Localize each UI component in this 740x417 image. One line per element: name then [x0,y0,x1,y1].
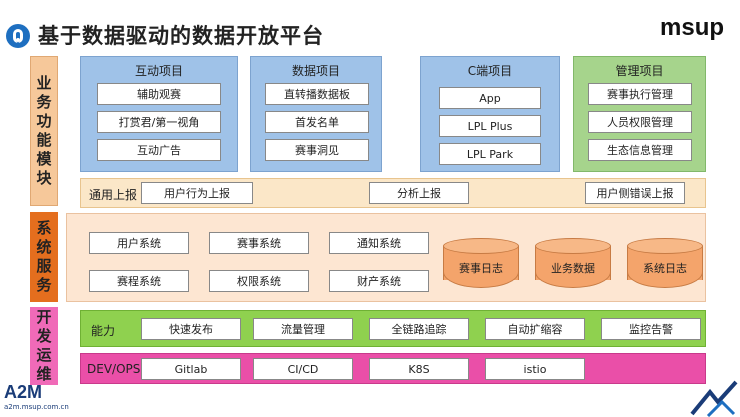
group-item: 辅助观赛 [97,83,221,105]
footer-logo: A2M [4,382,43,402]
group-item: 赛事洞见 [265,139,369,161]
decoration-icon [690,380,738,417]
devops-row-label: DEV/OPS [87,362,141,376]
system-item: 通知系统 [329,232,429,254]
report-item: 用户侧错误上报 [585,182,685,204]
capability-row-label: 能力 [91,324,116,338]
group-title: 数据项目 [291,64,340,78]
side-label-business: 业务功能模块 [30,56,58,206]
group-item: LPL Park [439,143,541,165]
group-item: 互动广告 [97,139,221,161]
footer-url: a2m.msup.com.cn [4,403,69,411]
report-item: 用户行为上报 [141,182,253,204]
group-management: 管理项目 赛事执行管理 人员权限管理 生态信息管理 [573,56,706,172]
capability-item: 监控告警 [601,318,701,340]
system-item: 权限系统 [209,270,309,292]
group-consumer: C端项目 App LPL Plus LPL Park [420,56,560,172]
capability-item: 全链路追踪 [369,318,469,340]
system-item: 赛事系统 [209,232,309,254]
group-item: 赛事执行管理 [588,83,692,105]
side-label-system: 系统服务 [30,212,58,302]
capability-item: 流量管理 [253,318,353,340]
report-item: 分析上报 [369,182,469,204]
system-row: 用户系统 赛事系统 通知系统 赛程系统 权限系统 财产系统 赛事日志 业务数据 … [66,213,706,302]
database-label: 业务数据 [551,262,595,275]
side-label-devops: 开发运维 [30,307,58,385]
group-item: 直转播数据板 [265,83,369,105]
capability-row: 能力 快速发布 流量管理 全链路追踪 自动扩缩容 监控告警 [80,310,706,347]
group-item: 首发名单 [265,111,369,133]
database-label: 赛事日志 [459,262,503,275]
header-logo-icon [6,24,30,48]
group-title: 管理项目 [615,64,664,78]
database-icon: 系统日志 [627,238,703,288]
group-data: 数据项目 直转播数据板 首发名单 赛事洞见 [250,56,382,172]
group-item: LPL Plus [439,115,541,137]
devops-row: DEV/OPS Gitlab CI/CD K8S istio [80,353,706,384]
system-item: 财产系统 [329,270,429,292]
report-row-label: 通用上报 [89,188,138,202]
group-item: 人员权限管理 [588,111,692,133]
system-item: 用户系统 [89,232,189,254]
system-item: 赛程系统 [89,270,189,292]
page-title: 基于数据驱动的数据开放平台 [38,24,324,48]
database-label: 系统日志 [643,262,687,275]
database-icon: 赛事日志 [443,238,519,288]
devops-item: K8S [369,358,469,380]
devops-item: CI/CD [253,358,353,380]
report-row: 通用上报 用户行为上报 分析上报 用户侧错误上报 [80,178,706,208]
group-item: 打赏君/第一视角 [97,111,221,133]
devops-item: istio [485,358,585,380]
database-icon: 业务数据 [535,238,611,288]
group-item: App [439,87,541,109]
capability-item: 自动扩缩容 [485,318,585,340]
devops-item: Gitlab [141,358,241,380]
group-interactive: 互动项目 辅助观赛 打赏君/第一视角 互动广告 [80,56,238,172]
group-title: 互动项目 [134,64,183,78]
group-item: 生态信息管理 [588,139,692,161]
group-title: C端项目 [467,64,513,78]
brand-logo: msup [660,14,725,41]
capability-item: 快速发布 [141,318,241,340]
